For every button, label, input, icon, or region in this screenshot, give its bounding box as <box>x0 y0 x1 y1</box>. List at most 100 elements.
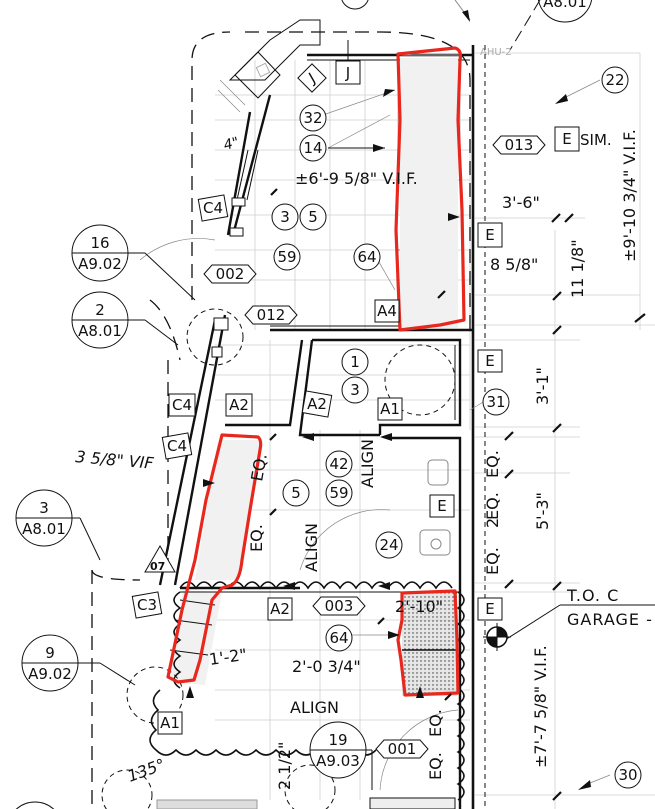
detail-callout-circle-4 <box>284 764 336 809</box>
wall-west-slanted <box>231 94 272 236</box>
stipple-dots <box>402 592 457 696</box>
room-tag-003[interactable]: 003 <box>312 596 366 616</box>
svg-text:A4: A4 <box>377 302 397 320</box>
top-of-label: T.O. C <box>566 586 619 605</box>
svg-text:A2: A2 <box>270 600 290 618</box>
bottom-fill <box>156 799 258 809</box>
room-tag-001[interactable]: 001 <box>375 739 429 759</box>
align-label-3: ALIGN <box>302 523 321 572</box>
wall-tags: J J C4 C4 C4 A2 A2 A1 A4 E E E E E C3 A2… <box>131 40 580 735</box>
svg-text:C4: C4 <box>172 396 192 414</box>
keynote-circles: 32 14 3 5 59 64 22 1 3 31 42 59 5 24 64 … <box>271 66 642 789</box>
leader-lines <box>319 79 655 790</box>
room-tag-012[interactable]: 012 <box>244 305 298 325</box>
svg-text:22: 22 <box>605 71 624 89</box>
angle-label: 135° <box>125 755 168 786</box>
section-marker-3[interactable]: 3 A8.01 <box>15 489 101 561</box>
vif-note: 3 5/8" VIF <box>75 447 155 473</box>
svg-text:3: 3 <box>350 381 360 399</box>
svg-text:16: 16 <box>90 234 109 252</box>
svg-text:A9.02: A9.02 <box>28 665 72 683</box>
markup-cloud-1 <box>394 46 466 332</box>
bottom-wall <box>369 797 456 809</box>
dim-4: 4" <box>222 134 241 153</box>
svg-text:3: 3 <box>280 208 290 226</box>
svg-text:2: 2 <box>95 301 105 319</box>
exterior-dashed-line <box>149 299 181 361</box>
section-marker-top[interactable]: A8.01 <box>509 0 593 51</box>
sim-label: SIM. <box>580 131 612 149</box>
svg-text:31: 31 <box>486 393 505 411</box>
svg-text:A1: A1 <box>380 400 400 418</box>
door-swing-2 <box>379 709 459 791</box>
section-marker-2[interactable]: 2 A8.01 <box>71 291 179 349</box>
svg-text:A2: A2 <box>229 396 249 414</box>
svg-text:30: 30 <box>618 766 637 784</box>
dim-6-9-5-8-vif: ±6'-9 5/8" V.I.F. <box>295 169 418 188</box>
svg-text:E: E <box>562 130 571 148</box>
svg-text:19: 19 <box>328 731 347 749</box>
svg-text:E: E <box>485 226 494 244</box>
room-tag-002[interactable]: 002 <box>203 264 257 284</box>
svg-text:002: 002 <box>216 265 245 283</box>
svg-text:64: 64 <box>357 248 376 266</box>
section-marker-16[interactable]: 16 A9.02 <box>71 224 196 301</box>
svg-text:A2: A2 <box>307 395 327 413</box>
svg-text:J: J <box>345 64 350 82</box>
eq-label-6: EQ. <box>426 709 445 737</box>
dim-8-5-8: 8 5/8" <box>490 255 538 274</box>
svg-text:07: 07 <box>150 560 165 573</box>
diagonal-wall-element <box>217 19 321 113</box>
svg-text:5: 5 <box>308 208 318 226</box>
svg-text:5: 5 <box>291 484 301 502</box>
align-label-1: ALIGN <box>290 698 339 717</box>
section-marker-9[interactable]: 9 A9.02 <box>21 634 136 692</box>
dim-2-0-3-4: 2'-0 3/4" <box>292 657 361 676</box>
dim-11-1-8: 11 1/8" <box>568 239 587 298</box>
section-marker-partial-bottom <box>15 801 55 809</box>
section-marker-19[interactable]: 19 A9.03 <box>309 721 373 790</box>
svg-text:C4: C4 <box>167 437 187 455</box>
eq-label-3: EQ. <box>483 450 502 478</box>
svg-text:24: 24 <box>379 536 398 554</box>
dim-1-2: 1'-2" <box>208 645 248 669</box>
garage-label: GARAGE - <box>567 610 653 629</box>
dim-2-10: 2'-10" <box>395 597 443 616</box>
overhead-dashed-line <box>245 31 471 330</box>
svg-text:E: E <box>485 600 494 618</box>
align-label-2: ALIGN <box>358 439 377 488</box>
svg-text:14: 14 <box>303 139 322 157</box>
svg-text:A8.01: A8.01 <box>78 322 122 340</box>
overhead-dashed-line-5 <box>91 569 141 581</box>
svg-text:E: E <box>485 352 494 370</box>
dim-5-3: 5'-3" <box>533 492 552 530</box>
wall-lower-room <box>390 436 462 585</box>
room-tag-013[interactable]: 013 <box>492 135 546 155</box>
dim-3-1: 3'-1" <box>533 367 552 405</box>
keynote-partial-top <box>341 0 369 10</box>
svg-text:001: 001 <box>388 740 417 758</box>
svg-text:003: 003 <box>325 597 354 615</box>
svg-text:59: 59 <box>277 248 296 266</box>
detail-callout-circle <box>186 308 244 366</box>
ahu-label: AHU-2 <box>480 47 512 58</box>
eq-label-5: EQ. <box>483 547 502 575</box>
wall-west-slanted-2 <box>173 314 227 586</box>
svg-text:A8.01: A8.01 <box>22 520 66 538</box>
markup-cloud-3 <box>396 589 460 697</box>
svg-text:E: E <box>437 497 446 515</box>
overhead-dashed-line-2 <box>191 31 231 300</box>
svg-text:1: 1 <box>350 353 360 371</box>
markup-cloud-2 <box>166 433 263 684</box>
dimension-ticks <box>269 188 646 801</box>
svg-text:3: 3 <box>39 499 49 517</box>
door-swing <box>139 238 216 261</box>
svg-text:013: 013 <box>505 136 534 154</box>
svg-text:59: 59 <box>329 484 348 502</box>
revision-delta[interactable]: 07 <box>144 544 176 573</box>
svg-text:A9.02: A9.02 <box>78 255 122 273</box>
eq-label-1: EQ. <box>247 452 271 483</box>
detail-callout-circle-2 <box>126 666 184 724</box>
svg-text:C3: C3 <box>137 596 157 614</box>
